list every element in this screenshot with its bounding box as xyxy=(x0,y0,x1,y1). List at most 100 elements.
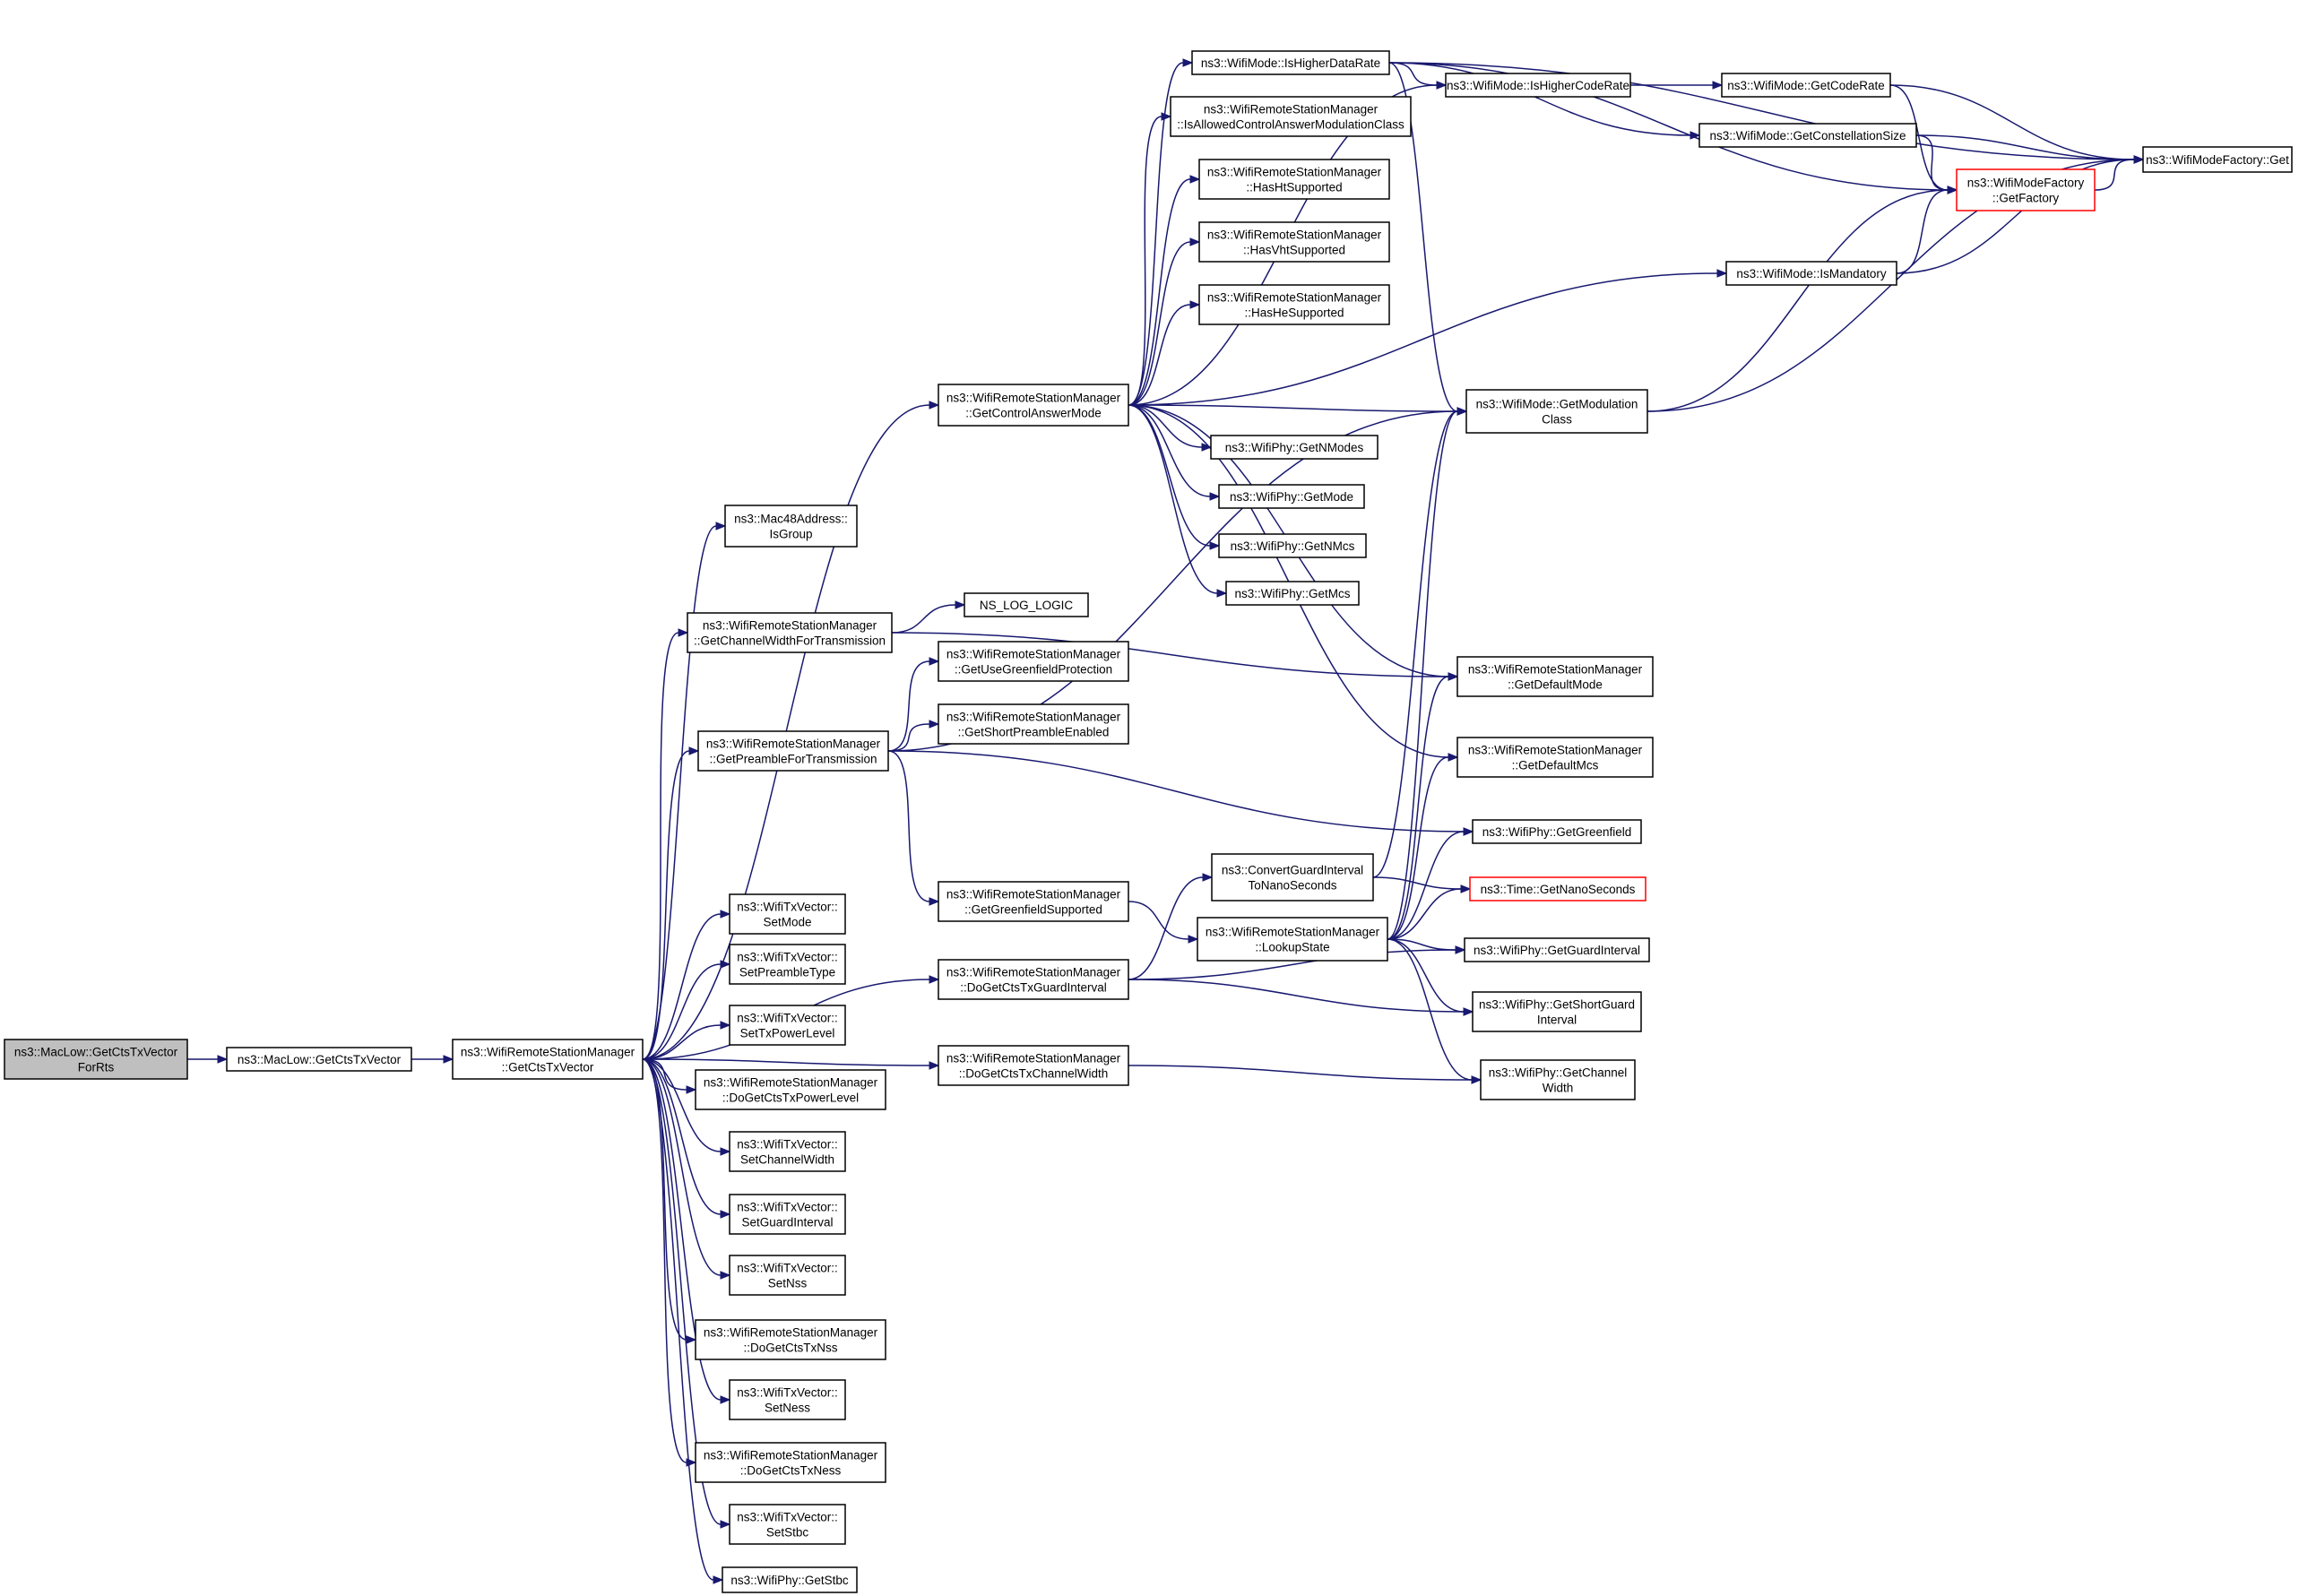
edge-arrowhead xyxy=(1471,1075,1482,1084)
node-setgi[interactable]: ns3::WifiTxVector::SetGuardInterval xyxy=(729,1194,846,1235)
node-hvht[interactable]: ns3::WifiRemoteStationManager::HasVhtSup… xyxy=(1198,221,1390,263)
node-dogctpl[interactable]: ns3::WifiRemoteStationManager::DoGetCtsT… xyxy=(695,1069,886,1110)
node-dogctnss[interactable]: ns3::WifiRemoteStationManager::DoGetCtsT… xyxy=(695,1319,886,1360)
node-wmfgf[interactable]: ns3::WifiModeFactory::GetFactory xyxy=(1956,168,2096,211)
node-ihcr[interactable]: ns3::WifiMode::IsHigherCodeRate xyxy=(1445,73,1631,98)
node-gdmode[interactable]: ns3::WifiRemoteStationManager::GetDefaul… xyxy=(1456,656,1654,697)
node-box xyxy=(729,944,846,985)
edge-wrsm_gctv-to-setmode xyxy=(642,910,731,1060)
node-nslog[interactable]: NS_LOG_LOGIC xyxy=(964,592,1089,617)
node-label-line: Width xyxy=(1543,1082,1574,1095)
edge-lookup-to-gsgi xyxy=(1387,938,1474,1016)
node-gugp[interactable]: ns3::WifiRemoteStationManager::GetUseGre… xyxy=(938,641,1129,682)
node-ihdr[interactable]: ns3::WifiMode::IsHigherDataRate xyxy=(1191,50,1390,75)
edge-line xyxy=(1128,404,1203,448)
node-label-line: NS_LOG_LOGIC xyxy=(980,599,1074,612)
edge-line xyxy=(1388,62,1438,86)
edge-gcwft-to-nslog xyxy=(891,600,966,634)
node-label-line: ns3::WifiPhy::GetGreenfield xyxy=(1482,825,1632,839)
node-label-line: ns3::WifiTxVector:: xyxy=(737,1262,838,1275)
edge-line xyxy=(1388,62,2135,160)
node-ismand[interactable]: ns3::WifiMode::IsMandatory xyxy=(1725,261,1897,286)
node-gdmcs[interactable]: ns3::WifiRemoteStationManager::GetDefaul… xyxy=(1456,737,1654,778)
node-label-line: ::DoGetCtsTxNss xyxy=(743,1342,837,1355)
edge-arrowhead xyxy=(1161,112,1172,121)
edge-arrowhead xyxy=(1456,407,1468,416)
node-hhe[interactable]: ns3::WifiRemoteStationManager::HasHeSupp… xyxy=(1198,284,1390,325)
node-setmode[interactable]: ns3::WifiTxVector::SetMode xyxy=(729,893,846,935)
node-dogctgi[interactable]: ns3::WifiRemoteStationManager::DoGetCtsT… xyxy=(938,959,1129,1000)
node-gnmcs[interactable]: ns3::WifiPhy::GetNMcs xyxy=(1218,533,1367,558)
node-hht[interactable]: ns3::WifiRemoteStationManager::HasHtSupp… xyxy=(1198,159,1390,200)
node-dogctcw[interactable]: ns3::WifiRemoteStationManager::DoGetCtsT… xyxy=(938,1045,1129,1086)
node-label-line: ::GetPreambleForTransmission xyxy=(709,753,877,766)
node-label-line: ns3::WifiRemoteStationManager xyxy=(946,648,1121,661)
node-dogctness[interactable]: ns3::WifiRemoteStationManager::DoGetCtsT… xyxy=(695,1442,886,1483)
edge-line xyxy=(887,723,930,752)
edge-wrsm_gctv-to-setnss xyxy=(642,1058,731,1280)
node-settxpower[interactable]: ns3::WifiTxVector::SetTxPowerLevel xyxy=(729,1005,846,1046)
node-gpft[interactable]: ns3::WifiRemoteStationManager::GetPreamb… xyxy=(697,730,889,772)
edge-lookup-to-gcw xyxy=(1387,938,1482,1084)
edge-lookup-to-ggf xyxy=(1387,827,1474,940)
node-setstbc[interactable]: ns3::WifiTxVector::SetStbc xyxy=(729,1504,846,1545)
edge-arrowhead xyxy=(1448,753,1459,762)
edge-wrsm_gctv-to-gcwft xyxy=(642,628,689,1060)
node-label-line: Interval xyxy=(1537,1014,1577,1027)
edge-dogctgi-to-cgitns xyxy=(1128,873,1214,980)
node-label-line: ns3::WifiRemoteStationManager xyxy=(946,711,1121,724)
node-wmfget[interactable]: ns3::WifiModeFactory::Get xyxy=(2142,146,2293,173)
node-box xyxy=(695,1069,886,1110)
node-gnmodes[interactable]: ns3::WifiPhy::GetNModes xyxy=(1210,435,1379,460)
node-gspe[interactable]: ns3::WifiRemoteStationManager::GetShortP… xyxy=(938,703,1129,745)
edge-line xyxy=(1387,938,1473,1081)
node-label-line: ns3::MacLow::GetCtsTxVector xyxy=(238,1053,402,1066)
node-getstbc[interactable]: ns3::WifiPhy::GetStbc xyxy=(722,1566,858,1593)
edge-line xyxy=(1128,404,1211,547)
edge-wrsm_gctv-to-dogctpl xyxy=(642,1058,697,1094)
node-box xyxy=(729,893,846,935)
edge-wrsm_gctv-to-dogctcw xyxy=(642,1058,940,1070)
node-label-line: ::GetChannelWidthForTransmission xyxy=(694,634,886,648)
node-gcs[interactable]: ns3::WifiMode::GetConstellationSize xyxy=(1698,123,1917,148)
node-iacamc[interactable]: ns3::WifiRemoteStationManager::IsAllowed… xyxy=(1170,96,1412,137)
edge-line xyxy=(1388,62,1691,136)
node-setness[interactable]: ns3::WifiTxVector::SetNess xyxy=(729,1379,846,1420)
node-getmode[interactable]: ns3::WifiPhy::GetMode xyxy=(1218,484,1365,509)
node-box xyxy=(1218,484,1365,509)
node-gctv[interactable]: ns3::MacLow::GetCtsTxVector xyxy=(226,1047,412,1072)
node-ggs[interactable]: ns3::WifiRemoteStationManager::GetGreenf… xyxy=(938,881,1129,922)
edge-lookup-to-gns xyxy=(1387,884,1472,940)
node-setcw[interactable]: ns3::WifiTxVector::SetChannelWidth xyxy=(729,1131,846,1172)
node-ggi[interactable]: ns3::WifiPhy::GetGuardInterval xyxy=(1464,937,1650,962)
node-label-line: ns3::Time::GetNanoSeconds xyxy=(1481,883,1636,896)
edge-line xyxy=(1387,756,1449,940)
node-isgroup[interactable]: ns3::Mac48Address::IsGroup xyxy=(724,505,858,548)
node-wrsm_gctv[interactable]: ns3::WifiRemoteStationManager::GetCtsTxV… xyxy=(452,1039,644,1080)
edge-arrowhead xyxy=(929,1061,940,1070)
node-gns[interactable]: ns3::Time::GetNanoSeconds xyxy=(1469,876,1646,902)
edge-line xyxy=(642,525,717,1060)
node-ggf[interactable]: ns3::WifiPhy::GetGreenfield xyxy=(1472,819,1642,844)
edge-arrowhead xyxy=(1712,81,1724,90)
edge-arrowhead xyxy=(688,746,700,755)
node-gcam[interactable]: ns3::WifiRemoteStationManager::GetContro… xyxy=(938,384,1129,427)
edge-line xyxy=(642,750,690,1060)
node-box xyxy=(1198,221,1390,263)
node-gcw[interactable]: ns3::WifiPhy::GetChannelWidth xyxy=(1480,1059,1636,1100)
edge-gpft-to-gspe xyxy=(887,720,940,752)
node-gcwft[interactable]: ns3::WifiRemoteStationManager::GetChanne… xyxy=(687,612,893,653)
node-setpreamble[interactable]: ns3::WifiTxVector::SetPreambleType xyxy=(729,944,846,985)
node-lookup[interactable]: ns3::WifiRemoteStationManager::LookupSta… xyxy=(1197,917,1388,962)
node-gcr[interactable]: ns3::WifiMode::GetCodeRate xyxy=(1721,73,1891,98)
node-label-line: SetNss xyxy=(768,1277,808,1290)
node-label-line: ns3::WifiTxVector:: xyxy=(737,901,838,914)
node-label-line: SetNess xyxy=(765,1402,810,1415)
node-setnss[interactable]: ns3::WifiTxVector::SetNss xyxy=(729,1255,846,1296)
edge-line xyxy=(891,604,956,634)
node-getmcs[interactable]: ns3::WifiPhy::GetMcs xyxy=(1225,581,1360,606)
